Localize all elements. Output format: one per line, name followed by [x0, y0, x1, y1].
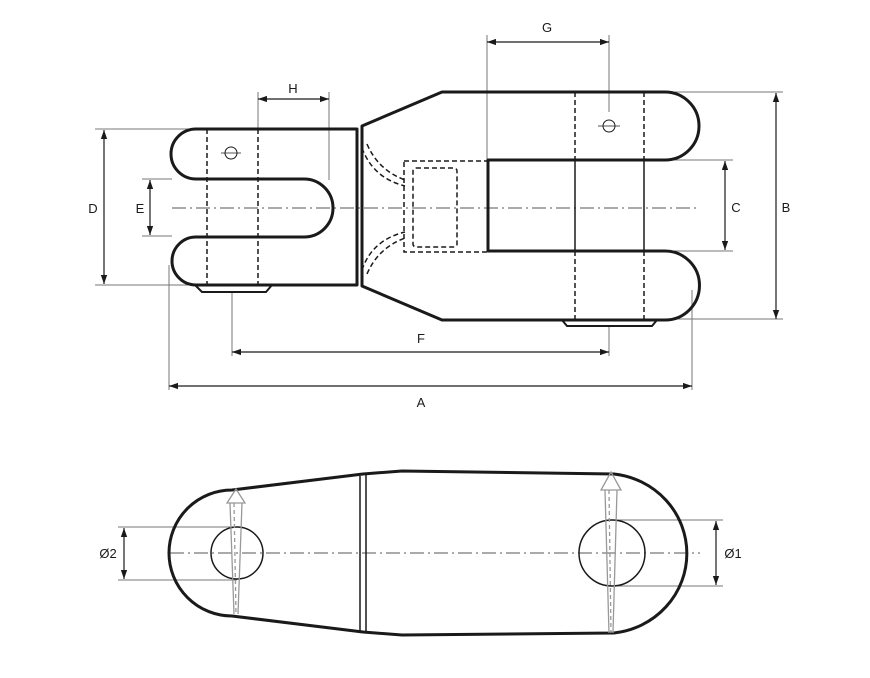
dim-label-c: C — [731, 200, 740, 215]
left-fork-hidden-lines — [206, 129, 259, 285]
dim-label-dia1: Ø1 — [724, 546, 741, 561]
bottom-outline — [167, 469, 689, 637]
dim-label-f: F — [417, 331, 425, 346]
dim-label-d: D — [88, 201, 97, 216]
left-fork-flange — [194, 284, 273, 293]
large-pin-arrow-icon — [599, 470, 623, 634]
dim-label-h: H — [288, 81, 297, 96]
small-hole-icon — [210, 526, 264, 580]
right-pin-hole-icon — [602, 119, 616, 133]
right-body — [360, 90, 701, 322]
small-pin-arrow-icon — [225, 487, 247, 615]
bottom-dimension-lines — [120, 521, 720, 585]
left-pin-hole-icon — [224, 146, 238, 160]
dim-label-a: A — [417, 395, 426, 410]
large-hole-icon — [578, 519, 646, 587]
dimension-lines — [100, 38, 780, 390]
dim-label-dia2: Ø2 — [99, 546, 116, 561]
dim-label-e: E — [136, 201, 145, 216]
top-view: A B C D E F G H — [88, 20, 790, 410]
right-body-inner-lines — [574, 160, 645, 251]
left-fork — [169, 127, 359, 287]
right-body-hidden-lines — [361, 92, 645, 320]
dim-label-b: B — [782, 200, 791, 215]
bottom-extension-lines — [118, 519, 723, 587]
right-body-flange — [561, 319, 658, 327]
dim-label-g: G — [542, 20, 552, 35]
bottom-view: Ø2 Ø1 — [99, 469, 742, 637]
extension-lines — [95, 35, 783, 390]
